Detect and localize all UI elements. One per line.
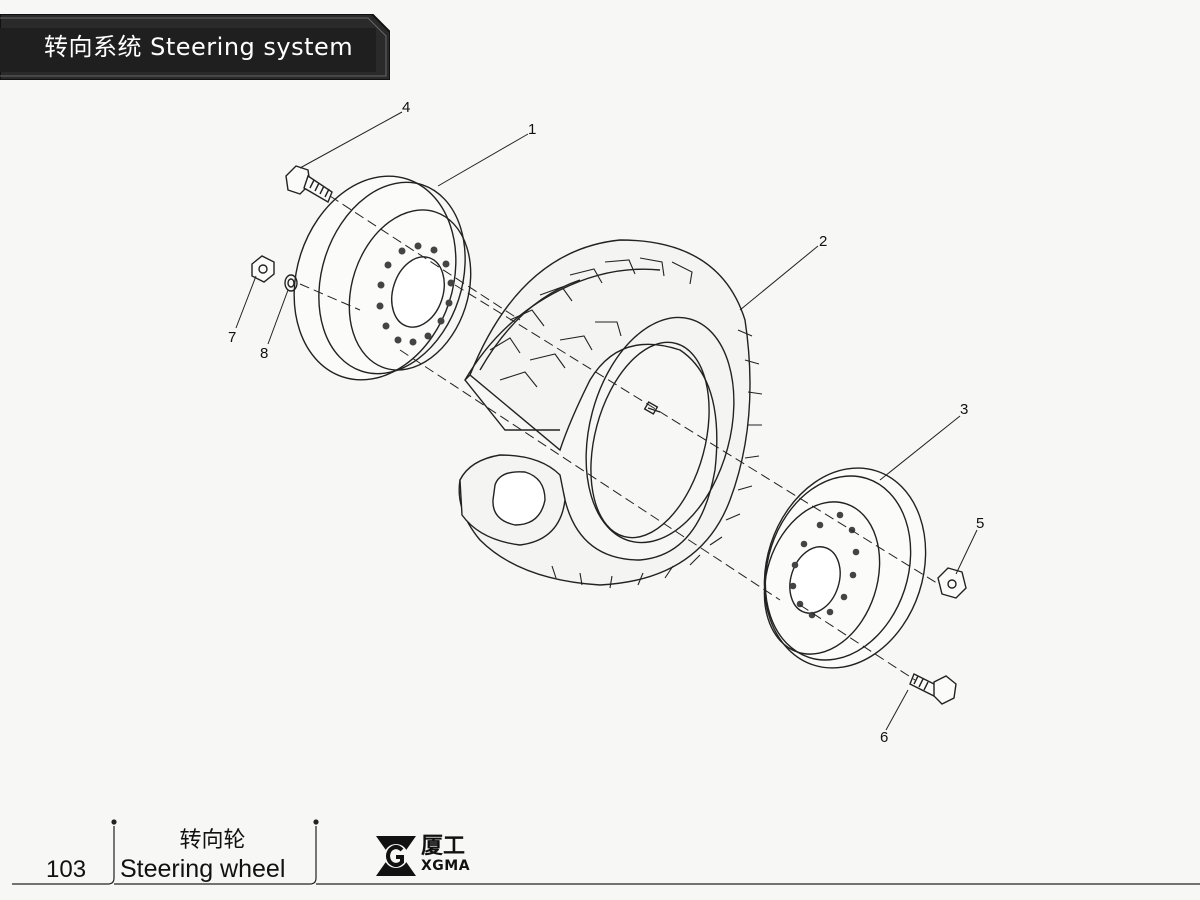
logo-text-chinese: 厦工 — [421, 834, 466, 859]
callout-8: 8 — [260, 345, 268, 362]
part-5-nut — [937, 567, 967, 599]
callout-6: 6 — [880, 729, 888, 746]
figure-caption-english: Steering wheel — [120, 855, 286, 883]
part-6-bolt — [909, 673, 957, 705]
section-title: 转向系统 Steering system — [44, 33, 354, 61]
callout-2: 2 — [819, 233, 827, 250]
callout-7: 7 — [228, 329, 236, 346]
part-2-solid-tyre — [458, 239, 763, 589]
part-8-washer — [284, 274, 298, 292]
xgma-logo — [376, 836, 416, 876]
part-7-nut — [251, 255, 275, 283]
part-3-rim-half-right — [763, 467, 927, 669]
logo-text-english: XGMA — [421, 858, 471, 874]
callout-5: 5 — [976, 515, 984, 532]
header-banner — [0, 14, 390, 80]
part-1-rim-half-left — [293, 175, 472, 381]
callout-3: 3 — [960, 401, 968, 418]
page-number: 103 — [46, 856, 87, 883]
footer-rules — [12, 819, 1200, 885]
figure-caption-chinese: 转向轮 — [179, 828, 246, 853]
part-4-bolt — [285, 165, 333, 204]
callout-1: 1 — [528, 121, 536, 138]
callout-4: 4 — [402, 99, 410, 116]
